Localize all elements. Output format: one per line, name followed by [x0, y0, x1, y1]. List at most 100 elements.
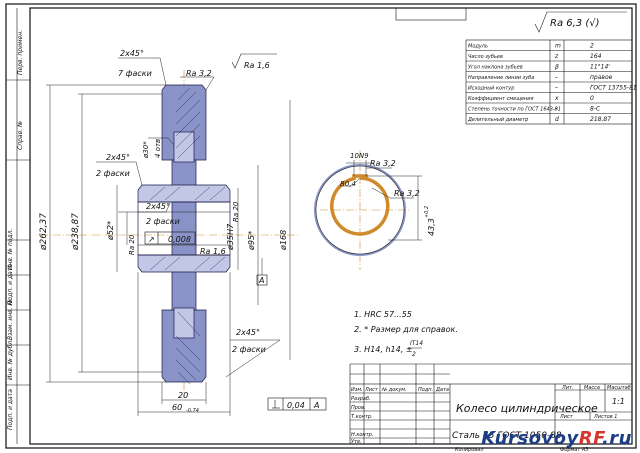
d168: ø168: [279, 230, 288, 251]
param-val-3: правое: [590, 74, 613, 81]
scale-val: 1:1: [612, 397, 625, 406]
param-val-7: 218,87: [590, 116, 611, 123]
side-strip: Перв. примен. Справ. № Подп. и дата Инв.…: [6, 8, 30, 444]
format-label: Формат А3: [560, 447, 588, 453]
d95: ø95*: [247, 231, 256, 251]
width-60: 60: [172, 403, 182, 412]
roughness-text: Ra 6,3 (√): [550, 18, 600, 29]
d52: ø52*: [106, 221, 115, 241]
width-tol: -0,74: [186, 408, 199, 414]
runout-val: 0,008: [168, 235, 191, 244]
note-1: 1. НRC 57...55: [354, 310, 412, 319]
title-texts: Изм. Лист № докум. Подп. Дата Разраб. Пр…: [351, 385, 631, 453]
chamfer-m: 2x45°: [146, 202, 170, 211]
param-name-0: Модуль: [468, 44, 488, 50]
param-val-0: 2: [590, 43, 594, 50]
role-5: Утв.: [351, 439, 362, 445]
holes-note: 4 отв: [154, 139, 162, 158]
col-mass: Масса: [584, 385, 600, 391]
title-block: [349, 363, 633, 445]
chamfer-top-note: 7 фаски: [118, 69, 152, 78]
role-2: Т.контр.: [351, 414, 373, 420]
part-name: Колесо цилиндрическое: [456, 402, 598, 415]
d-outer: ø262,37: [39, 213, 49, 251]
corner-box: [395, 7, 467, 21]
ra32-h: Ra 3,2: [394, 189, 420, 198]
tb-doc: № докум.: [381, 387, 407, 393]
view-a: A: [258, 276, 264, 285]
col-lit: Лит.: [561, 385, 574, 391]
param-name-2: Угол наклона зубьев: [468, 65, 523, 71]
param-name-5: Коэффициент смещения: [468, 96, 534, 102]
ra16-top: Ra 1,6: [244, 61, 270, 70]
param-name-1: Число зубьев: [468, 54, 503, 60]
param-name-3: Направление линии зуба: [468, 75, 534, 81]
tech-notes: 1. НRC 57...55 2. * Размер для справок. …: [354, 310, 458, 358]
par-base: A: [313, 401, 319, 410]
param-name-4: Исходный контур: [468, 86, 514, 92]
param-val-6: 8-С: [590, 106, 601, 113]
key-tol: +0,2: [424, 206, 430, 218]
r04: R0,4: [340, 180, 356, 188]
gear-labels: 2x45° 7 фаски Ra 3,2 Ra 1,6 ø262,37 ø238…: [39, 49, 319, 414]
key-width: 10N9: [350, 152, 369, 160]
chamfer-m-note: 2 фаски: [146, 217, 180, 226]
chamfer-b-note: 2 фаски: [232, 345, 266, 354]
side-label-0: Перв. примен.: [17, 30, 24, 75]
runout-sym: ↗: [148, 235, 155, 244]
param-val-2: 11°14': [590, 64, 610, 71]
param-sym-1: z: [554, 53, 559, 60]
role-1: Пров.: [351, 405, 366, 411]
wm-b: RF: [578, 428, 602, 449]
copied-label: Копировал: [455, 447, 484, 453]
outer-frame: [5, 3, 637, 449]
d-root: ø238,87: [71, 213, 81, 251]
ra16-b: Ra 1,6: [200, 247, 226, 256]
col-scale: Масштаб: [607, 385, 631, 391]
param-sym-0: m: [555, 43, 561, 50]
chamfer-l-note: 2 фаски: [96, 169, 130, 178]
d-hole: ø30*: [142, 141, 150, 159]
param-sym-3: –: [555, 74, 558, 81]
role-4: Н.контр.: [351, 432, 373, 438]
side-label-1: Справ. №: [17, 121, 24, 150]
tb-podp: Подп.: [418, 387, 433, 393]
tb-izm: Изм.: [351, 387, 363, 393]
param-val-1: 164: [590, 53, 602, 60]
tb-list: Лист: [364, 387, 379, 393]
chamfer-l: 2x45°: [106, 153, 130, 162]
param-val-4: ГОСТ 13755-81: [590, 85, 637, 92]
hub-labels: 10N9 Ra 3,2 Ra 3,2 R0,4 43,3 +0,2: [340, 152, 436, 236]
param-sym-5: x: [554, 95, 559, 102]
note-3: 3. H14, h14, ±: [354, 345, 413, 354]
param-sym-7: d: [555, 116, 559, 123]
note-2: 2. * Размер для справок.: [354, 325, 458, 334]
note-it: IT14: [410, 340, 423, 347]
side-label-2: Подп. и дата: [7, 389, 14, 430]
wm-c: .ru: [601, 428, 632, 449]
ra32-k: Ra 3,2: [370, 159, 396, 168]
tb-data: Дата: [435, 387, 449, 393]
ra20-a: Ra 20: [128, 234, 136, 255]
note-den: 2: [412, 351, 416, 358]
material: Сталь 45 ГОСТ 1050-88: [452, 431, 562, 441]
ra20-b: Ra 20: [232, 201, 240, 222]
wm-a: Kursovoy: [481, 428, 579, 449]
general-roughness: Ra 6,3 (√): [534, 11, 627, 33]
param-name-6: Степень точности по ГОСТ 1643-81: [468, 107, 561, 113]
chamfer-top: 2x45°: [120, 49, 144, 58]
sheet-label: Лист: [559, 414, 574, 420]
d35: ø35H7: [226, 223, 235, 251]
param-name-7: Делительный диаметр: [467, 117, 528, 123]
role-0: Разраб.: [351, 396, 371, 402]
param-sym-2: β: [555, 64, 559, 71]
inner-frame: [29, 7, 633, 445]
ra32-top: Ra 3,2: [186, 69, 212, 78]
gear-dimensions: [46, 57, 327, 416]
param-val-5: 0: [590, 95, 594, 102]
side-label-5: Подп. и дата: [7, 264, 14, 305]
param-sym-4: –: [555, 85, 558, 92]
width-20: 20: [178, 391, 188, 400]
